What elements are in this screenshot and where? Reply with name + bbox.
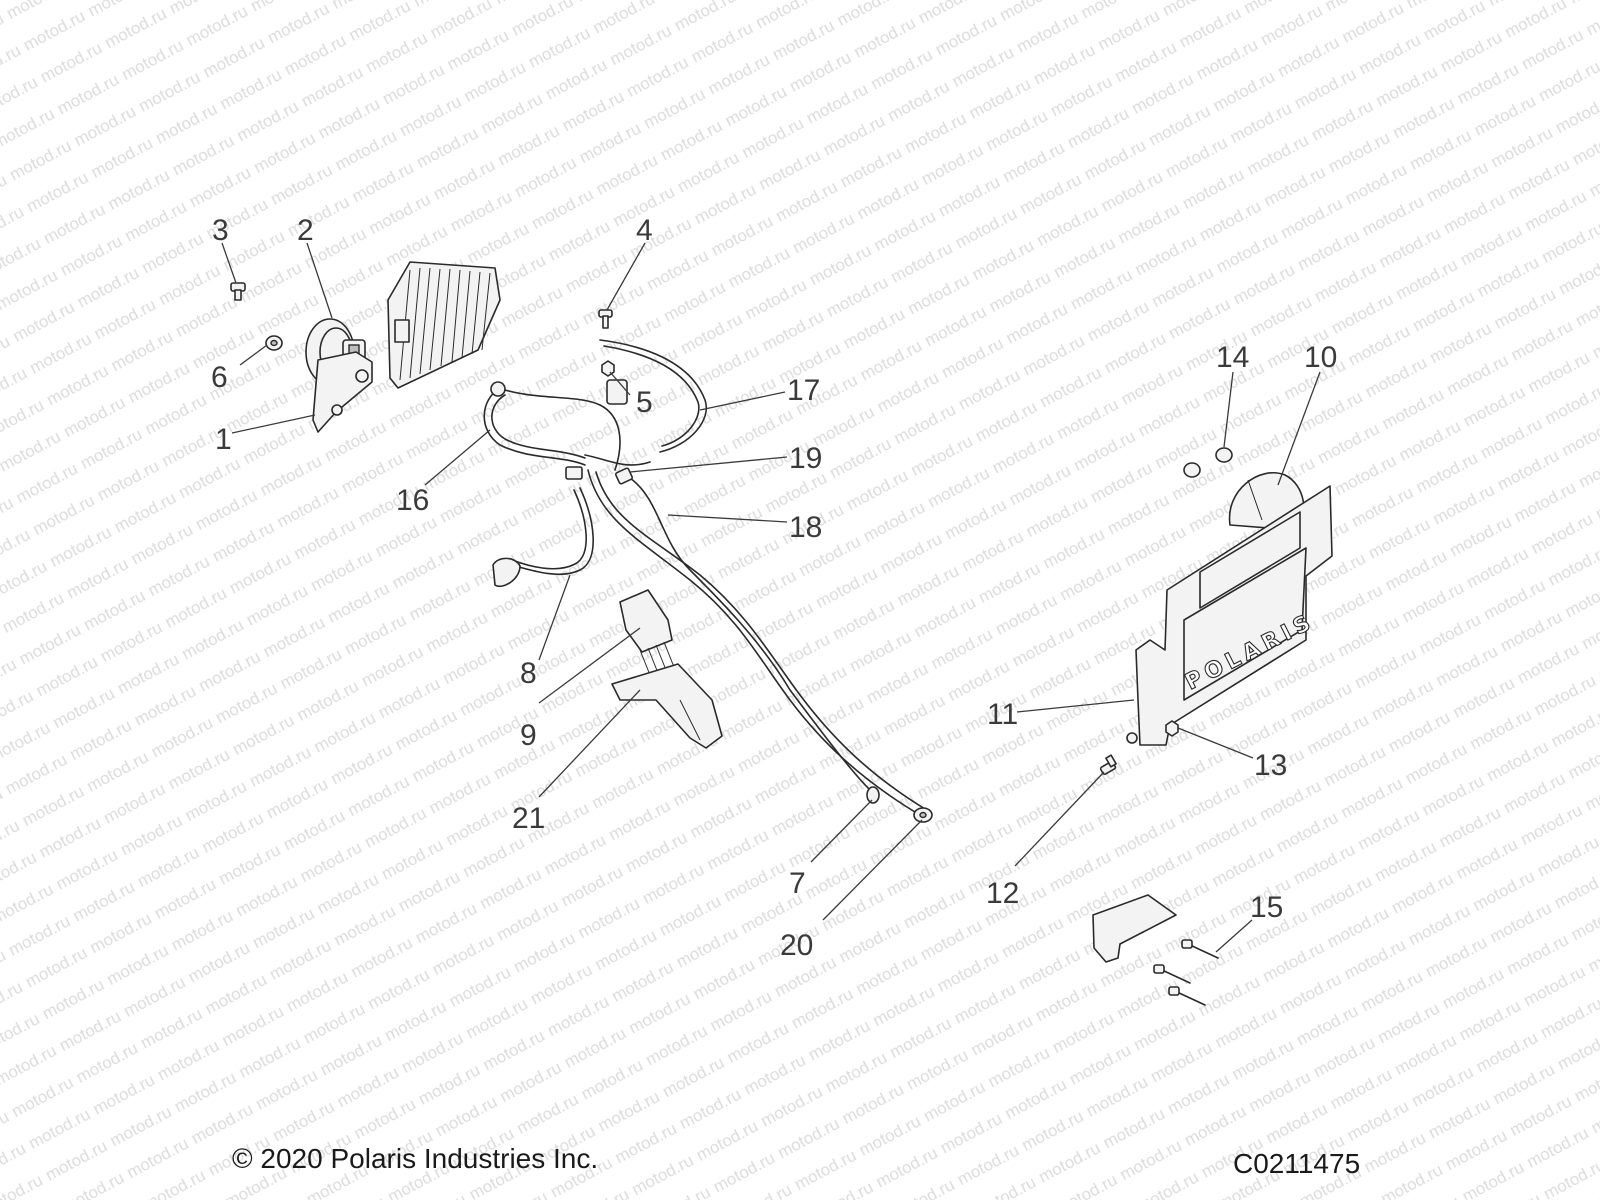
callout-6: 6 [211,361,228,394]
part-1-bracket [312,351,373,433]
part-3-bolt [230,282,246,301]
callout-17: 17 [787,374,820,407]
part-8-sensor [492,557,521,587]
harness-wires [483,339,931,819]
callout-8: 8 [520,657,537,690]
callout-labels: 3 2 4 6 1 5 17 16 19 18 8 9 21 7 20 11 1… [211,214,1337,962]
callout-18: 18 [789,511,822,544]
callout-15: 15 [1250,891,1283,924]
callout-19: 19 [789,442,822,475]
callout-20: 20 [780,929,813,962]
part-7-terminal [866,786,880,804]
part-12-bolt [1099,754,1117,776]
callout-2: 2 [297,214,314,247]
callout-4: 4 [636,214,653,247]
callout-7: 7 [789,867,806,900]
callout-3: 3 [212,214,229,247]
callout-10: 10 [1304,341,1337,374]
copyright-text: © 2020 Polaris Industries Inc. [232,1143,599,1174]
callout-16: 16 [396,484,429,517]
diagram-code: C0211475 [1233,1148,1361,1179]
wire-19 [584,454,651,466]
wire-16 [483,387,586,466]
regulator-module [387,261,501,389]
wire-18 [587,469,926,819]
callout-5: 5 [636,386,653,419]
callout-9: 9 [520,719,537,752]
part-6-washer [265,335,283,351]
part-13-nut [1165,720,1179,737]
part-20-ring-terminal [913,807,933,823]
leader-lines [221,242,1321,953]
callout-21: 21 [512,802,545,835]
part-4-screw [598,309,613,329]
callout-1: 1 [215,423,232,456]
part-15-bolts [1092,894,1219,1006]
callout-11: 11 [987,698,1018,731]
part-21-holder [611,663,723,749]
callout-13: 13 [1254,749,1287,782]
part-14-grommet [1183,447,1233,478]
wire-17 [599,339,708,453]
wire-8 [511,487,594,576]
callout-12: 12 [986,877,1019,910]
callout-14: 14 [1216,341,1249,374]
